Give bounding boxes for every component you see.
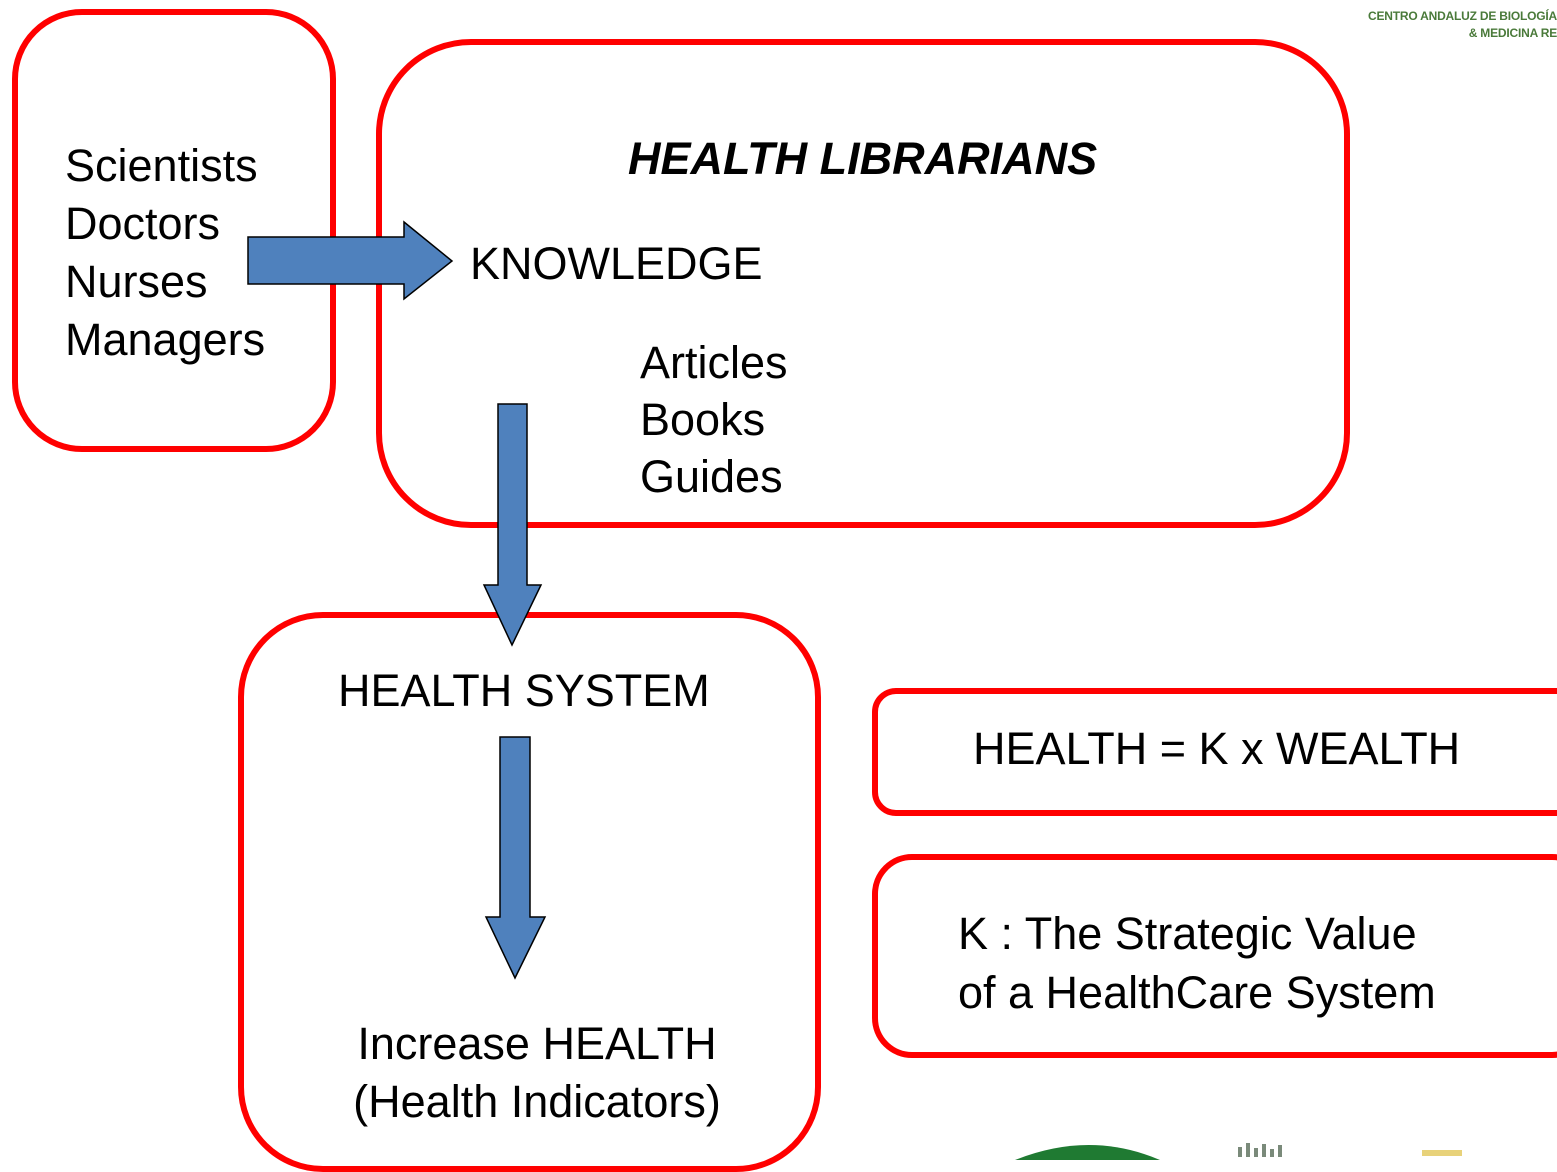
formula-box — [872, 688, 1557, 816]
resource-list: Articles Books Guides — [640, 334, 788, 505]
institution-header-line2: & MEDICINA RE — [1468, 26, 1557, 41]
librarians-title: HEALTH LIBRARIANS — [628, 133, 1098, 184]
institution-header: CENTRO ANDALUZ DE BIOLOGÍA & MEDICINA RE — [1368, 8, 1557, 43]
logo-icon — [1422, 1150, 1462, 1156]
people-item-nurses: Nurses — [65, 256, 208, 307]
health-formula: HEALTH = K x WEALTH — [973, 723, 1461, 774]
knowledge-label: KNOWLEDGE — [470, 238, 763, 289]
k-definition: K : The Strategic Value of a HealthCare … — [958, 904, 1436, 1022]
people-item-managers: Managers — [65, 314, 266, 365]
institution-header-line1: CENTRO ANDALUZ DE BIOLOGÍA — [1367, 9, 1557, 23]
down-arrow-icon — [482, 403, 543, 647]
k-definition-line2: of a HealthCare System — [958, 967, 1436, 1018]
health-outcome-line1: Increase HEALTH — [357, 1018, 717, 1069]
resource-item-guides: Guides — [640, 451, 783, 502]
resource-item-books: Books — [640, 394, 766, 445]
health-outcome-line2: (Health Indicators) — [353, 1076, 721, 1127]
health-outcome: Increase HEALTH (Health Indicators) — [341, 1015, 733, 1131]
people-item-doctors: Doctors — [65, 198, 221, 249]
definition-box — [872, 854, 1557, 1058]
people-box — [12, 9, 336, 452]
people-list: Scientists Doctors Nurses Managers — [65, 137, 265, 369]
right-arrow-icon — [247, 220, 454, 301]
logo-icon — [1238, 1143, 1282, 1157]
health-system-title: HEALTH SYSTEM — [338, 665, 710, 716]
people-item-scientists: Scientists — [65, 140, 258, 191]
k-definition-line1: K : The Strategic Value — [958, 908, 1417, 959]
resource-item-articles: Articles — [640, 337, 788, 388]
logo-icon — [1015, 1145, 1160, 1160]
down-arrow-icon — [484, 736, 547, 980]
